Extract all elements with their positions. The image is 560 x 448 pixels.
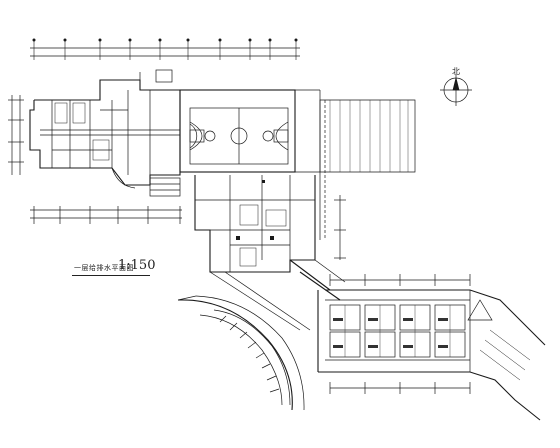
- north-label: 北: [452, 67, 460, 76]
- west-wing: [29, 69, 181, 197]
- curved-wing: [177, 295, 305, 411]
- left-dimension-line: [8, 95, 24, 175]
- drawing-title: 一层给排水平面图: [74, 264, 134, 272]
- east-dimension-lines: [329, 195, 471, 394]
- drawing-scale: 1:150: [118, 258, 156, 273]
- east-wing: [317, 289, 546, 421]
- bottom-dimension-line: [30, 206, 182, 224]
- title-underline: [72, 275, 150, 276]
- diagonal-corridor: [209, 259, 346, 331]
- basketball-court: [179, 89, 320, 173]
- north-arrow-icon: [440, 74, 472, 106]
- top-dimension-line: [30, 38, 300, 60]
- central-block: [194, 175, 316, 273]
- canopy-hatch: [319, 90, 416, 240]
